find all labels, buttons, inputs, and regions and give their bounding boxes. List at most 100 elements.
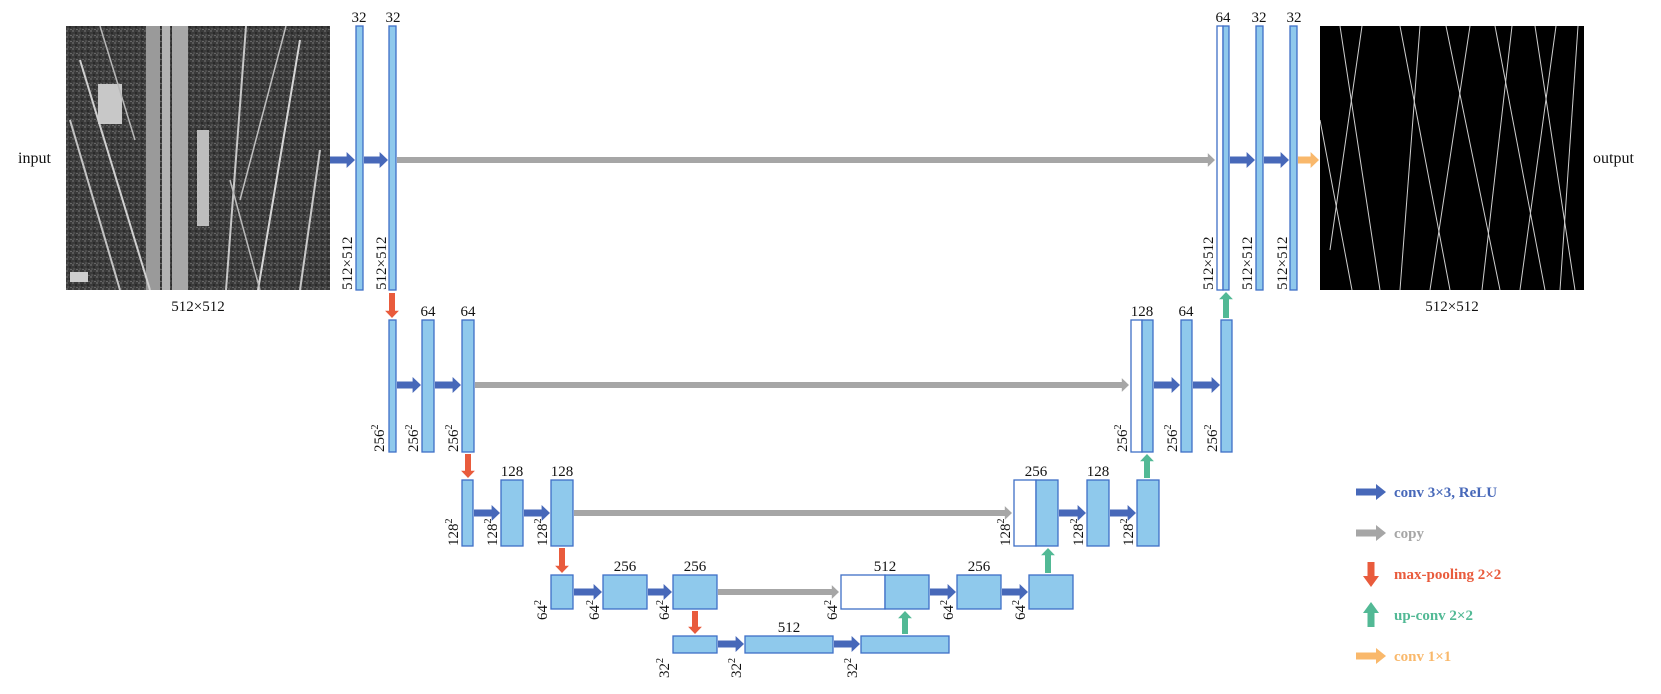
legend-label: copy bbox=[1394, 526, 1425, 542]
fm-up128 bbox=[1141, 319, 1154, 453]
fm-64b bbox=[461, 319, 475, 453]
channel-label-64a: 64 bbox=[421, 304, 437, 320]
conv-arrow-13 bbox=[1059, 504, 1086, 522]
size-label-128f: 1282 bbox=[1119, 519, 1137, 547]
fm-up256-copy bbox=[1013, 479, 1037, 547]
legend-item: copy bbox=[1356, 525, 1425, 542]
channel-label-512b: 512 bbox=[874, 559, 897, 575]
output-image bbox=[1320, 26, 1584, 290]
channel-label-256b: 256 bbox=[684, 559, 707, 575]
channel-label-256d: 256 bbox=[1025, 464, 1048, 480]
channel-label-32b: 32 bbox=[386, 10, 401, 26]
size-label-128b: 1282 bbox=[483, 519, 501, 547]
fm-128b bbox=[550, 479, 574, 547]
fm-512a bbox=[744, 635, 834, 654]
pool-arrow-2 bbox=[461, 454, 475, 478]
copy-arrow-3 bbox=[574, 506, 1012, 520]
fm-64-pool bbox=[550, 574, 574, 610]
size-label-64f: 642 bbox=[1011, 600, 1029, 620]
size-label-256a: 2562 bbox=[370, 425, 388, 453]
fm-256d bbox=[1028, 574, 1074, 610]
conv-arrow-6 bbox=[524, 504, 550, 522]
size-label-256c: 2562 bbox=[444, 425, 462, 453]
conv-arrow-3 bbox=[397, 376, 421, 394]
channel-label-128a: 128 bbox=[501, 464, 524, 480]
size-label-512c: 512×512 bbox=[1201, 237, 1217, 290]
conv-arrow-17 bbox=[1230, 151, 1255, 169]
fm-128d bbox=[1136, 479, 1160, 547]
conv-arrow-12 bbox=[1002, 583, 1028, 601]
fm-32a bbox=[355, 25, 364, 291]
conv-arrow-5 bbox=[474, 504, 500, 522]
fm-up512 bbox=[884, 574, 930, 610]
conv-arrow-8 bbox=[648, 583, 672, 601]
fm-up256 bbox=[1035, 479, 1059, 547]
channel-label-256c: 256 bbox=[968, 559, 991, 575]
legend-label: conv 3×3, ReLU bbox=[1394, 485, 1497, 501]
channel-label-32d: 32 bbox=[1287, 10, 1302, 26]
channel-label-64c: 64 bbox=[1179, 304, 1195, 320]
conv-arrow-1 bbox=[330, 151, 355, 169]
fm-up128-copy bbox=[1130, 319, 1143, 453]
legend-item: max-pooling 2×2 bbox=[1363, 562, 1501, 587]
size-label-32a: 322 bbox=[655, 658, 673, 678]
fm-32-pool bbox=[672, 635, 718, 654]
copy-arrow-1 bbox=[397, 153, 1215, 167]
size-label-128c: 1282 bbox=[533, 519, 551, 547]
channel-label-64b: 64 bbox=[461, 304, 477, 320]
arrow-right-icon bbox=[1356, 484, 1386, 500]
arrow-right-icon bbox=[1356, 525, 1386, 541]
copy-arrow-2 bbox=[475, 378, 1129, 392]
arrow-down-icon bbox=[1363, 562, 1379, 587]
size-label-256b: 2562 bbox=[404, 425, 422, 453]
copy-arrow-4 bbox=[718, 585, 839, 599]
fm-256b bbox=[672, 574, 718, 610]
size-label-32c: 322 bbox=[843, 658, 861, 678]
output-label: output bbox=[1593, 150, 1634, 167]
legend: conv 3×3, ReLU copy max-pooling 2×2 up-conv… bbox=[1356, 484, 1501, 665]
upconv-arrow-4 bbox=[1219, 292, 1233, 318]
conv-arrow-4 bbox=[435, 376, 461, 394]
arrow-up-icon bbox=[1363, 602, 1379, 627]
conv-arrow-15 bbox=[1154, 376, 1180, 394]
channel-label-512a: 512 bbox=[778, 620, 801, 636]
network-layers: 32 32 64 64 128 128 256 256 512 512 256 256 128 128 64… bbox=[330, 10, 1319, 678]
legend-label: up-conv 2×2 bbox=[1394, 608, 1473, 624]
conv-arrow-7 bbox=[574, 583, 602, 601]
pool-arrow-4 bbox=[688, 611, 702, 634]
size-label-512a: 512×512 bbox=[340, 237, 356, 290]
fm-64d bbox=[1220, 319, 1233, 453]
channel-label-128d: 128 bbox=[1131, 304, 1154, 320]
fm-512b bbox=[860, 635, 950, 654]
fm-32d bbox=[1289, 25, 1298, 291]
fm-256-pool bbox=[388, 319, 397, 453]
fm-32c bbox=[1255, 25, 1264, 291]
size-label-128a: 1282 bbox=[444, 519, 462, 547]
size-label-512e: 512×512 bbox=[1275, 237, 1291, 290]
channel-label-256a: 256 bbox=[614, 559, 637, 575]
size-label-256f: 2562 bbox=[1203, 425, 1221, 453]
fm-64a bbox=[421, 319, 435, 453]
size-label-64a: 642 bbox=[533, 600, 551, 620]
legend-label: max-pooling 2×2 bbox=[1394, 567, 1501, 583]
input-image bbox=[66, 26, 330, 290]
legend-item: conv 3×3, ReLU bbox=[1356, 484, 1497, 501]
channel-label-128b: 128 bbox=[551, 464, 574, 480]
size-label-512b: 512×512 bbox=[374, 237, 390, 290]
legend-item: up-conv 2×2 bbox=[1363, 602, 1473, 627]
size-label-64d: 642 bbox=[823, 600, 841, 620]
channel-label-32a: 32 bbox=[352, 10, 367, 26]
upconv-arrow-2 bbox=[1041, 548, 1055, 573]
upconv-arrow-1 bbox=[898, 611, 912, 634]
channel-label-64d: 64 bbox=[1216, 10, 1232, 26]
fm-128-pool bbox=[461, 479, 474, 547]
input-label: input bbox=[18, 150, 51, 167]
conv-arrow-9 bbox=[718, 635, 744, 653]
fm-64c bbox=[1180, 319, 1193, 453]
channel-label-128c: 128 bbox=[1087, 464, 1110, 480]
size-label-128d: 1282 bbox=[996, 519, 1014, 547]
legend-item: conv 1×1 bbox=[1356, 648, 1451, 665]
fm-up64-copy bbox=[1216, 25, 1224, 291]
fm-128c bbox=[1086, 479, 1110, 547]
